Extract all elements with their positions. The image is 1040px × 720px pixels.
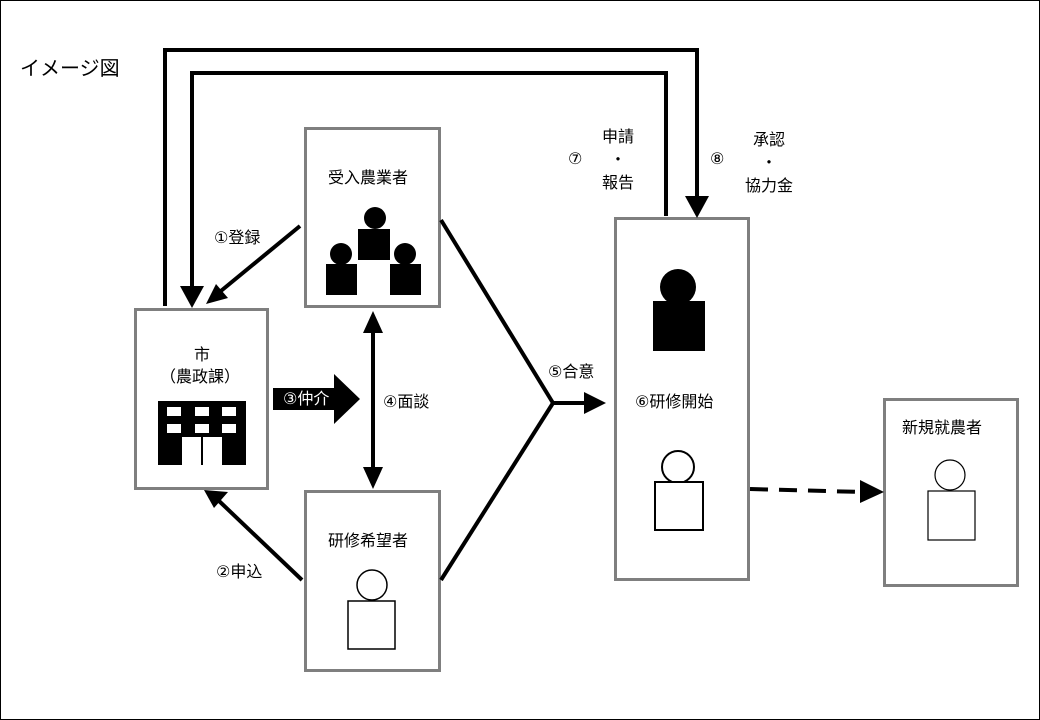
approve-number: ⑧ [710, 149, 725, 168]
register-arrowhead [206, 284, 228, 304]
report-arrowhead [180, 286, 204, 308]
interview-label: ④面談 [383, 392, 430, 411]
report-label-top: 申請 [601, 127, 634, 146]
trainees-label: 研修希望者 [328, 531, 409, 550]
city-dept-label: （農政課） [160, 367, 241, 386]
mediate-block-arrow [273, 374, 360, 424]
register-label: ①登録 [214, 228, 261, 247]
apply-arrow-line [216, 498, 304, 582]
report-label-bottom: 報告 [601, 173, 634, 192]
report-connector-line [190, 71, 668, 290]
trainee-in-training-icon [654, 450, 704, 531]
training-start-label: ⑥研修開始 [631, 394, 718, 410]
trainee-person-icon [347, 569, 396, 650]
page-title: イメージ図 [20, 56, 120, 80]
mentor-person-icon [653, 269, 705, 351]
approve-label-dot: ・ [760, 153, 777, 172]
approve-label: 承認 ・ 協力金 [738, 128, 800, 197]
interview-arrowhead-bottom [363, 467, 383, 489]
report-number: ⑦ [568, 149, 583, 168]
agree-line-lower [439, 401, 555, 582]
apply-arrowhead [204, 490, 228, 508]
mediate-label: ③仲介 [283, 389, 330, 408]
report-label: 申請 ・ 報告 [596, 125, 640, 194]
approve-connector-line [163, 48, 699, 306]
approve-label-top: 承認 [752, 130, 785, 149]
apply-label: ②申込 [216, 562, 263, 581]
agree-line-upper [439, 218, 555, 405]
city-label: 市 [194, 345, 211, 364]
farmer-group-icon [326, 207, 421, 295]
agree-arrowhead [584, 392, 606, 414]
approve-label-bottom: 協力金 [744, 176, 793, 195]
interview-arrowhead-top [363, 311, 383, 333]
city-hall-icon [158, 401, 246, 465]
register-arrow-line [214, 224, 302, 297]
agree-label: ⑤合意 [548, 362, 595, 381]
approve-arrowhead [685, 196, 709, 218]
progress-arrowhead [860, 480, 884, 503]
host-farmers-label: 受入農業者 [328, 168, 409, 187]
new-farmer-label: 新規就農者 [902, 418, 983, 437]
new-farmer-person-icon [927, 459, 976, 541]
progress-dashed-line [749, 487, 863, 494]
report-label-dot: ・ [609, 150, 626, 169]
